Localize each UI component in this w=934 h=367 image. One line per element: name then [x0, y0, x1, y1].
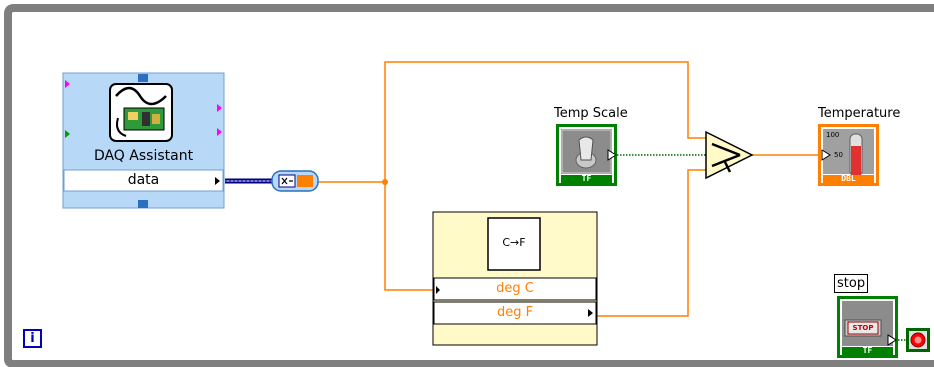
wire-junction-to-subvi [384, 182, 436, 291]
wire-junction-to-select [384, 61, 706, 182]
c-to-f-icon [487, 217, 541, 271]
loop-condition-terminal[interactable] [906, 328, 930, 352]
iteration-terminal-text: i [30, 331, 35, 346]
c-to-f-icon-text: C→F [502, 236, 526, 249]
stop-label[interactable]: stop [834, 274, 869, 293]
while-loop-border[interactable] [4, 3, 934, 367]
daq-assistant-title: DAQ Assistant [93, 148, 194, 164]
convert-from-dynamic-data-node[interactable] [271, 170, 319, 192]
c-to-f-subvi-node[interactable] [432, 211, 598, 346]
temperature-label[interactable]: Temperature [818, 106, 901, 121]
iteration-terminal[interactable] [23, 329, 42, 348]
stop-terminal[interactable] [837, 296, 898, 358]
temp-scale-label[interactable]: Temp Scale [554, 106, 628, 121]
dbl-wires[interactable] [318, 61, 818, 317]
dynamic-wire[interactable] [225, 178, 272, 184]
deg-f-output-label[interactable]: deg F [496, 305, 534, 320]
stop-button-text: STOP [852, 324, 874, 332]
daq-output-data-label[interactable]: data [127, 172, 160, 188]
temperature-scale-top: 100 [826, 131, 840, 139]
wire-junction-dot [382, 179, 388, 185]
temperature-badge: DBL [841, 174, 856, 183]
temp-scale-terminal[interactable] [556, 124, 617, 186]
daq-assistant-node[interactable] [62, 72, 225, 209]
temperature-terminal[interactable] [818, 124, 879, 186]
stop-badge: TF [862, 346, 873, 355]
temperature-scale-mid: 50 [834, 151, 843, 159]
deg-c-input-label[interactable]: deg C [496, 281, 534, 296]
temp-scale-badge: TF [581, 174, 592, 183]
select-node[interactable] [705, 130, 754, 180]
wire-subvi-to-select [597, 169, 706, 317]
